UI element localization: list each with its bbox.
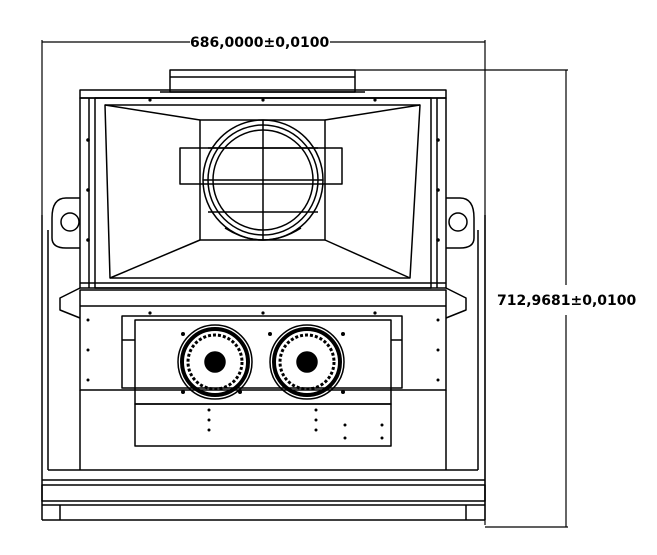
top-handle <box>160 69 365 93</box>
lower-cabinet <box>79 289 447 447</box>
fan-left <box>177 324 253 400</box>
width-dimension-label: 686,0000±0,0100 <box>190 35 330 51</box>
horn-housing <box>79 89 447 289</box>
side-bracket-left <box>41 197 81 520</box>
driver-circle <box>179 119 343 241</box>
fan-right <box>269 324 345 400</box>
bolt-marks <box>86 98 440 440</box>
height-dimension-label: 712,9681±0,0100 <box>497 293 637 309</box>
yoke-base <box>41 390 486 521</box>
side-bracket-right <box>445 197 486 520</box>
